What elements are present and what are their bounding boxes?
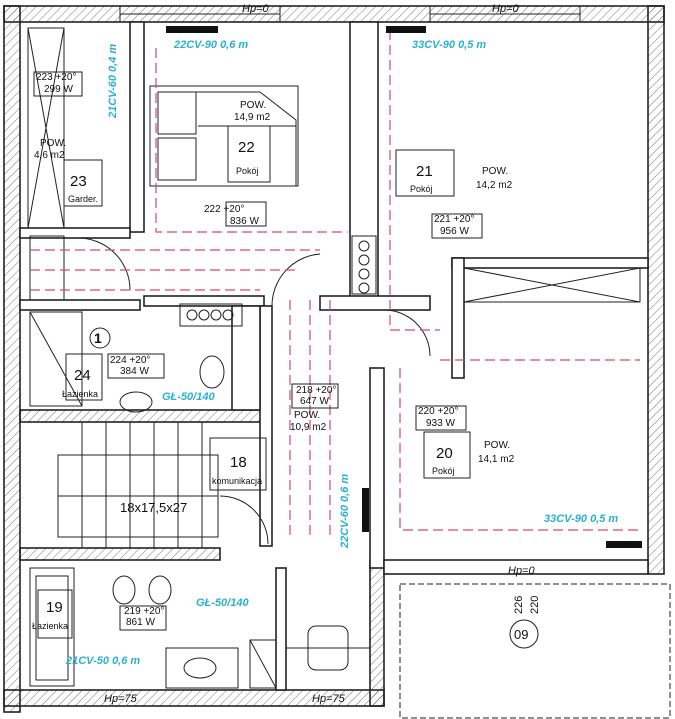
room-21-area-label: POW. <box>482 166 508 177</box>
room-22-temp: 222 +20° <box>204 204 244 215</box>
room-23-power: 299 W <box>44 84 73 95</box>
bed <box>149 85 299 187</box>
radiator-bar-18 <box>362 488 369 532</box>
balcony-dim-2: 220 <box>529 596 541 614</box>
radiator-label-24: GŁ-50/140 <box>162 391 215 403</box>
boiler-unit <box>179 303 243 327</box>
room-22-name: Pokój <box>236 166 259 176</box>
room-21-number: 21 <box>416 163 433 180</box>
room-20-temp: 220 +20° <box>418 406 458 417</box>
level-label-top-right: Hp=0 <box>492 3 519 15</box>
room-19-temp: 219 +20° <box>124 606 164 617</box>
room-24-number: 24 <box>74 367 91 384</box>
room-20-name: Pokój <box>432 466 455 476</box>
balcony-number: 09 <box>514 627 528 642</box>
room-24-power: 384 W <box>120 366 149 377</box>
room-21-temp: 221 +20° <box>434 214 474 225</box>
level-label-bottom-left: Hp=75 <box>104 693 138 705</box>
wardrobe <box>27 27 65 301</box>
bathroom-24-fixtures <box>29 311 225 413</box>
room-18-power: 647 W <box>300 396 329 407</box>
room-22-power: 836 W <box>230 216 259 227</box>
radiator-label-20: 33CV-90 0,5 m <box>544 513 618 525</box>
windows <box>119 5 641 303</box>
doors <box>77 237 431 545</box>
balcony <box>399 583 671 719</box>
room21-column <box>351 235 377 295</box>
room-23-name: Garder. <box>68 194 98 204</box>
room-20-area-label: POW. <box>484 440 510 451</box>
room-18-area-label: POW. <box>294 410 320 421</box>
room-23-temp: 223 +20° <box>36 72 76 83</box>
balcony-level-label: Hp=0 <box>508 565 535 577</box>
stairs-label: 18x17,5x27 <box>120 500 187 515</box>
stairs <box>57 422 219 548</box>
room-22-area-label: POW. <box>240 100 266 111</box>
bathroom-19-fixtures <box>29 567 277 689</box>
level-label-top-left: Hp=0 <box>242 3 269 15</box>
radiator-label-22: 22CV-90 0,6 m <box>173 39 248 51</box>
room-21-name: Pokój <box>410 184 433 194</box>
room-22-area: 14,9 m2 <box>234 112 271 123</box>
desk-chair <box>285 625 371 691</box>
room-23-number: 23 <box>70 173 87 190</box>
room-22-number: 22 <box>238 139 255 156</box>
room-18-name: komunikacja <box>212 476 262 486</box>
balcony-dim-1: 226 <box>513 596 525 614</box>
marker-label: 1 <box>94 330 102 346</box>
room-20-number: 20 <box>436 445 453 462</box>
room-21-power: 956 W <box>440 226 469 237</box>
level-label-bottom-right: Hp=75 <box>312 693 346 705</box>
room-21-area: 14,2 m2 <box>476 180 513 191</box>
room-18-number: 18 <box>230 454 247 471</box>
outer-walls <box>3 5 665 713</box>
room-20-area: 14,1 m2 <box>478 454 515 465</box>
room-20-power: 933 W <box>426 418 455 429</box>
room-23-area-label: POW. <box>40 138 66 149</box>
radiator-bar-21 <box>386 26 426 33</box>
room-boxes <box>33 71 483 639</box>
radiator-bar-20 <box>606 541 642 548</box>
room-19-name: Łazienka <box>32 621 68 631</box>
radiator-label-18: 22CV-60 0,6 m <box>339 474 351 549</box>
radiator-label-23: 21CV-60 0,4 m <box>107 44 119 119</box>
room-23-area: 4,6 m2 <box>34 150 65 161</box>
room-24-name: Łazienka <box>62 389 98 399</box>
radiator-bar-22 <box>166 26 218 33</box>
room-18-area: 10,9 m2 <box>290 422 327 433</box>
radiator-label-19a: GŁ-50/140 <box>196 597 249 609</box>
heating-zones <box>30 30 640 540</box>
radiator-bars <box>166 26 642 548</box>
inner-walls <box>19 21 649 691</box>
radiator-label-21: 33CV-90 0,5 m <box>412 39 486 51</box>
room-19-number: 19 <box>46 599 63 616</box>
room-24-temp: 224 +20° <box>110 355 150 366</box>
room-19-power: 861 W <box>126 617 155 628</box>
room-18-temp: 218 +20° <box>296 385 336 396</box>
radiator-label-19b: 21CV-50 0,6 m <box>65 655 140 667</box>
